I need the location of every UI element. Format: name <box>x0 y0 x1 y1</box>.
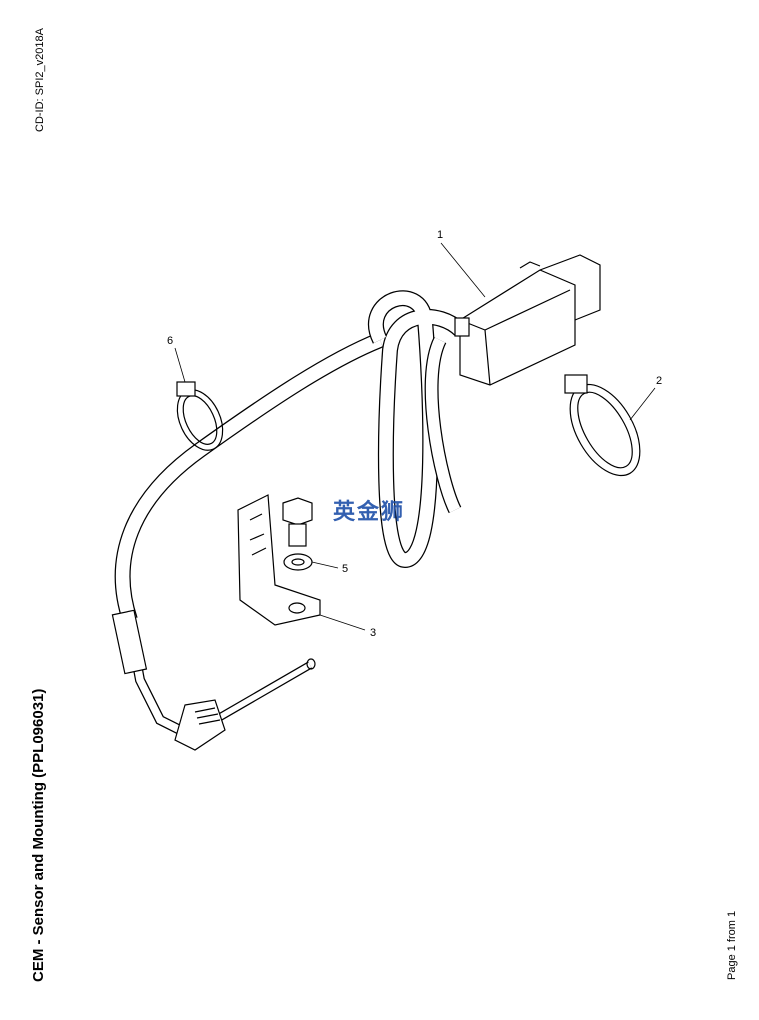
cable-tie-6 <box>176 381 224 451</box>
cable-tie-2 <box>564 374 641 477</box>
bolt-and-washer <box>282 497 313 571</box>
callout-2: 2 <box>656 375 662 387</box>
callout-6: 6 <box>167 335 173 347</box>
callout-5: 5 <box>342 563 348 575</box>
temperature-sensor <box>174 658 316 751</box>
sensor-cable <box>111 290 466 735</box>
callout-3: 3 <box>370 627 376 639</box>
mounting-bracket <box>237 494 321 626</box>
watermark: 英金狮 <box>333 500 406 525</box>
cem-module <box>454 254 601 386</box>
callout-1: 1 <box>437 229 443 241</box>
